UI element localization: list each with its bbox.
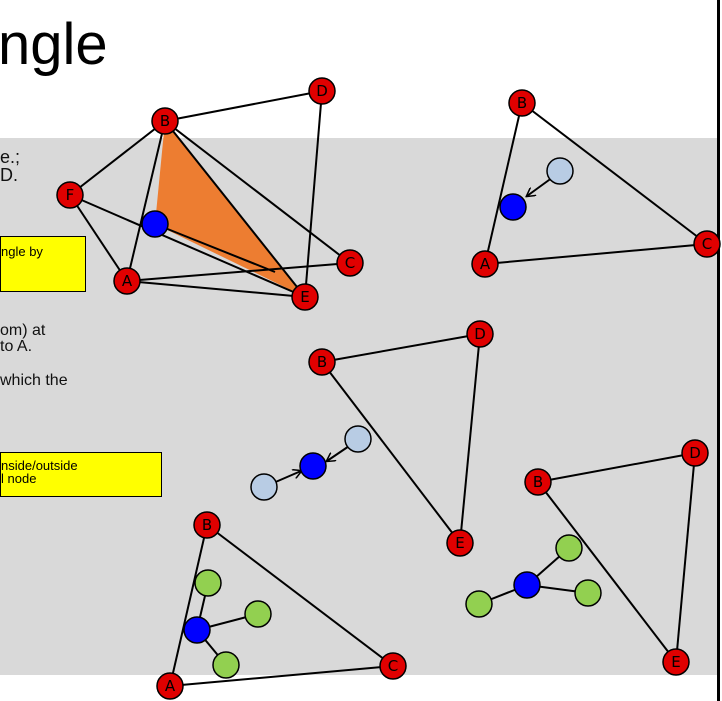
node-label: B bbox=[517, 94, 527, 112]
body-text-line: D. bbox=[0, 165, 18, 185]
neighbor-node bbox=[212, 651, 240, 679]
node-label: E bbox=[300, 288, 309, 306]
query-node bbox=[299, 452, 327, 480]
node-label: E bbox=[455, 534, 464, 552]
previous-position-node bbox=[344, 425, 372, 453]
query-node bbox=[141, 210, 169, 238]
node-label: C bbox=[345, 254, 355, 272]
node-label: B bbox=[533, 473, 543, 491]
body-text-line: to A. bbox=[0, 338, 33, 355]
node-label: B bbox=[160, 112, 170, 130]
graph-top-right bbox=[484, 102, 708, 265]
query-node bbox=[513, 571, 541, 599]
node-b: B bbox=[524, 468, 552, 496]
highlight-box-text: nside/outside bbox=[1, 458, 78, 473]
node-b: B bbox=[508, 89, 536, 117]
node-e: E bbox=[291, 283, 319, 311]
labeled-nodes: B D F A C E B A C B D E B A C B D E bbox=[56, 77, 721, 700]
highlight-box-text: l node bbox=[1, 471, 37, 486]
node-b: B bbox=[151, 107, 179, 135]
graph-bottom-right bbox=[465, 452, 696, 663]
node-c: C bbox=[379, 652, 407, 680]
neighbor-node bbox=[555, 534, 583, 562]
node-d: D bbox=[466, 320, 494, 348]
previous-position-node bbox=[250, 473, 278, 501]
node-label: C bbox=[702, 235, 712, 253]
node-c: C bbox=[693, 230, 721, 258]
highlight-box: ngle by bbox=[0, 236, 86, 292]
node-a: A bbox=[113, 267, 141, 295]
neighbor-node bbox=[574, 579, 602, 607]
previous-position-node bbox=[546, 157, 574, 185]
graph-main bbox=[69, 90, 351, 298]
slide-border bbox=[717, 0, 720, 701]
slide-title: ngle bbox=[0, 12, 108, 77]
neighbor-node bbox=[194, 569, 222, 597]
highlight-box: nside/outside l node bbox=[0, 452, 162, 497]
node-label: B bbox=[202, 516, 212, 534]
node-a: A bbox=[471, 250, 499, 278]
node-c: C bbox=[336, 249, 364, 277]
body-text-line: e.; bbox=[0, 147, 21, 167]
body-text-line: which the bbox=[0, 372, 68, 389]
node-d: D bbox=[308, 77, 336, 105]
neighbor-node bbox=[244, 600, 272, 628]
node-label: A bbox=[480, 255, 491, 273]
node-label: A bbox=[165, 677, 176, 695]
node-e: E bbox=[662, 648, 690, 676]
node-label: C bbox=[388, 657, 398, 675]
body-text-line: om) at bbox=[0, 322, 46, 339]
node-label: E bbox=[671, 653, 680, 671]
neighbor-node bbox=[465, 590, 493, 618]
node-label: D bbox=[689, 444, 701, 462]
node-label: F bbox=[66, 186, 75, 204]
node-b: B bbox=[193, 511, 221, 539]
query-node bbox=[499, 193, 527, 221]
node-label: A bbox=[122, 272, 133, 290]
node-label: B bbox=[317, 353, 327, 371]
node-d: D bbox=[681, 439, 709, 467]
node-label: D bbox=[316, 82, 328, 100]
graph-middle bbox=[250, 333, 481, 544]
node-b: B bbox=[308, 348, 336, 376]
node-f: F bbox=[56, 181, 84, 209]
query-node bbox=[183, 616, 211, 644]
highlighted-triangle bbox=[155, 121, 305, 297]
node-a: A bbox=[156, 672, 184, 700]
node-e: E bbox=[446, 529, 474, 557]
node-label: D bbox=[474, 325, 486, 343]
highlight-box-text: ngle by bbox=[1, 244, 43, 259]
graph-bottom-left bbox=[169, 524, 394, 687]
